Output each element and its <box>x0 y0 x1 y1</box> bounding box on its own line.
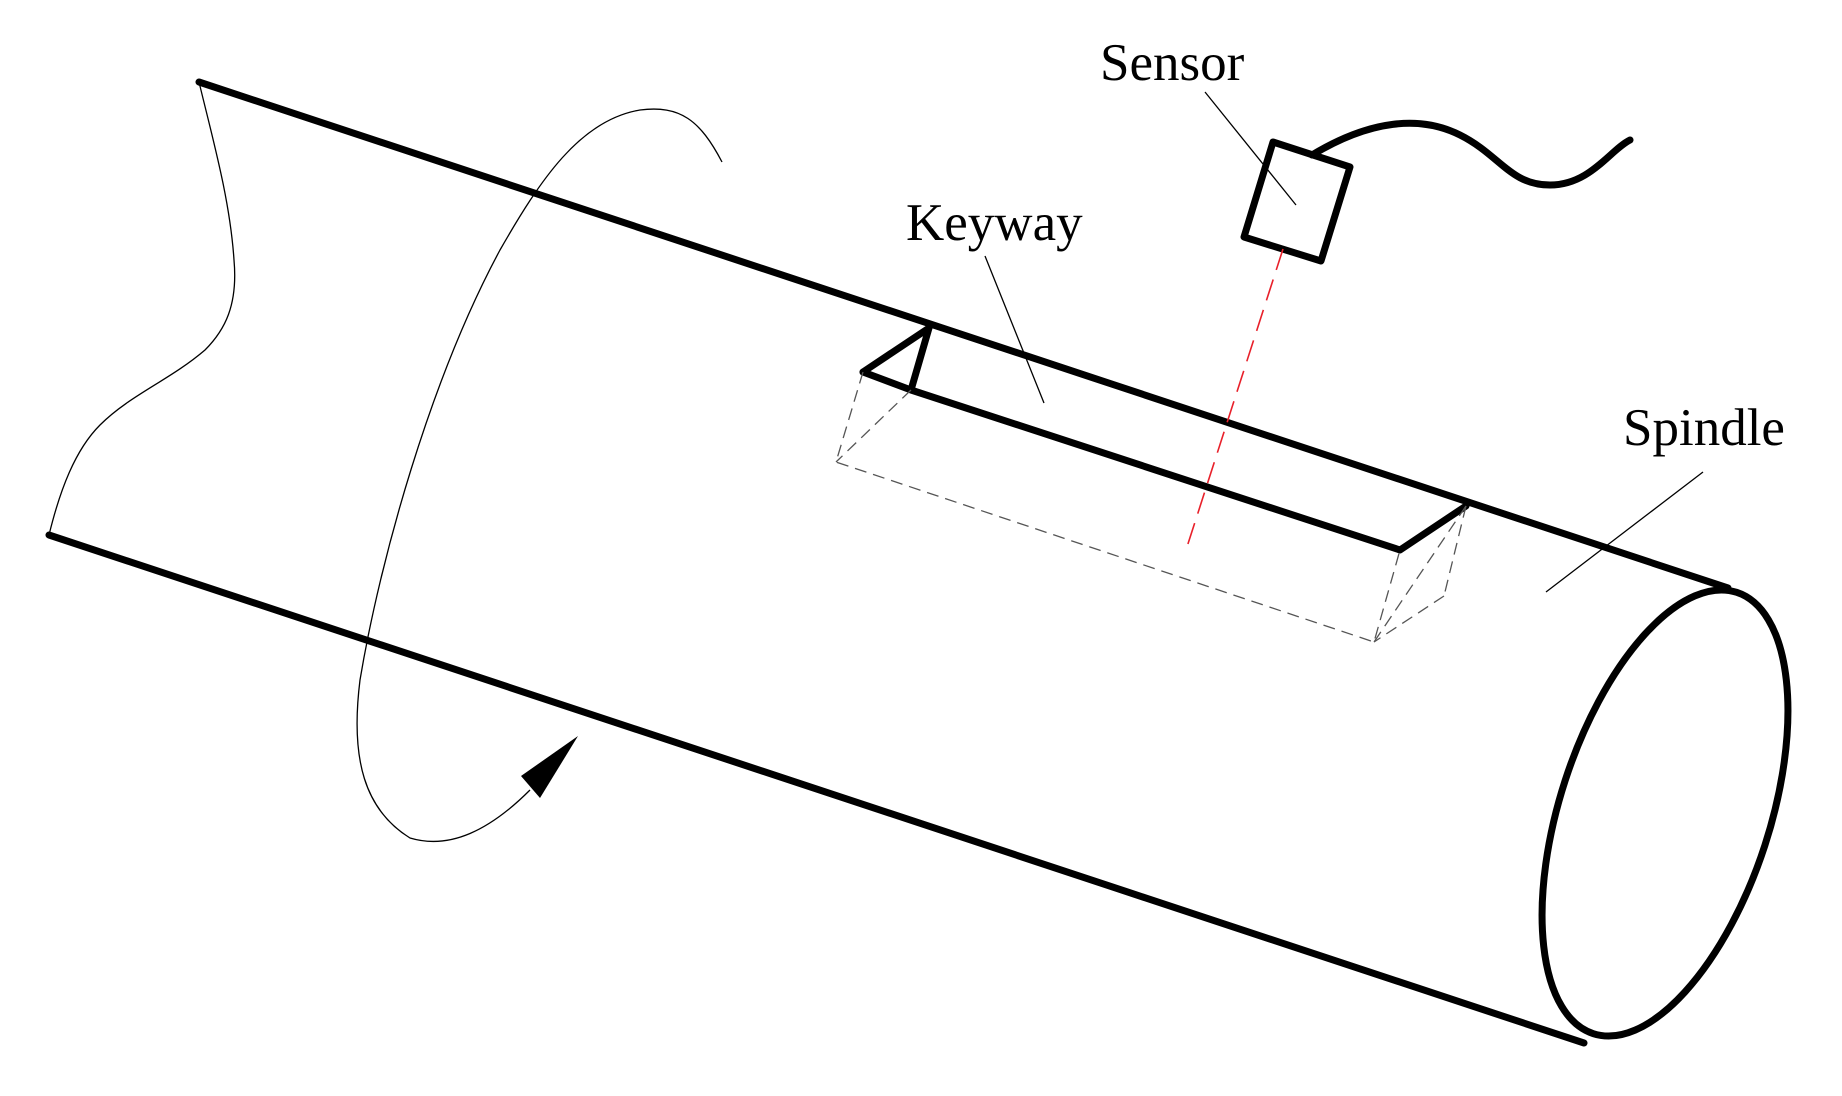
keyway-hidden-edges <box>835 371 1401 643</box>
spindle <box>45 78 1792 1047</box>
rotation-arc <box>356 108 723 843</box>
spindle-bottom-edge <box>45 531 1588 1047</box>
laser-beam <box>1185 248 1284 551</box>
keyway-hidden-inner-edge <box>835 389 912 463</box>
keyway-leader-line <box>984 255 1045 404</box>
leader-lines <box>984 91 1704 593</box>
keyway-hidden-right-edge <box>1373 505 1467 643</box>
spindle-label: Spindle <box>1623 399 1785 457</box>
rotation-indicator <box>356 108 723 843</box>
spindle-end-face <box>1538 586 1792 1040</box>
sensor <box>1185 119 1634 551</box>
sensor-leader-line <box>1204 91 1297 206</box>
keyway-label: Keyway <box>906 194 1083 252</box>
keyway-hidden-bottom-right <box>1373 595 1445 643</box>
keyway-hidden-right-depth <box>1443 505 1467 597</box>
spindle-break-line <box>48 81 236 536</box>
spindle-leader-line <box>1545 471 1704 593</box>
spindle-top-edge <box>195 78 1732 592</box>
keyway <box>835 324 1470 643</box>
sensor-cable <box>1308 119 1634 189</box>
rotation-arrow-head-icon <box>521 736 578 798</box>
keyway-outline <box>859 324 1470 554</box>
sensor-body <box>1240 138 1354 265</box>
sensor-label: Sensor <box>1100 34 1245 92</box>
keyway-left-top-edge <box>859 368 915 394</box>
